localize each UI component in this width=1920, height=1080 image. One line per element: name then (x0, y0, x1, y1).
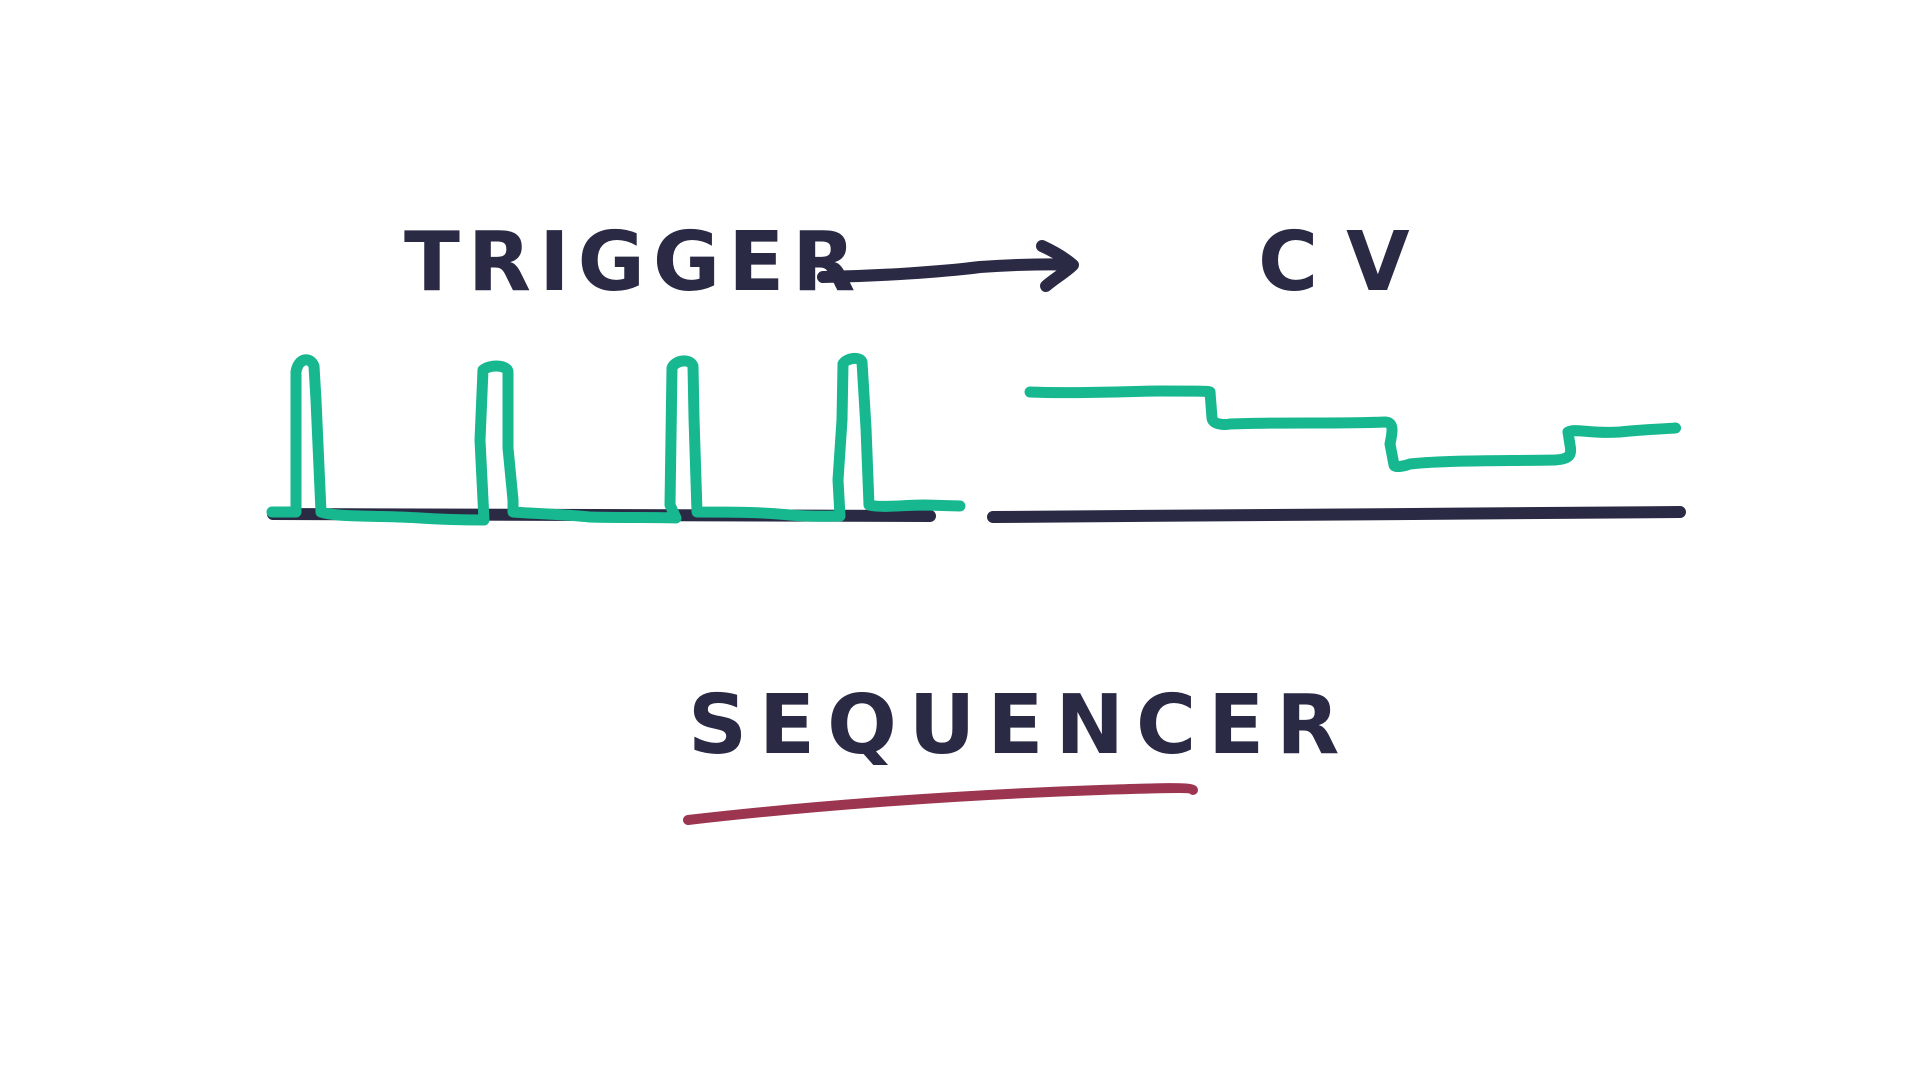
arrow-shaft (817, 258, 1076, 283)
sequencer-underline (683, 783, 1198, 825)
cv-label: CV (1258, 215, 1438, 310)
cv-baseline (987, 506, 1686, 523)
cv-step-line (1024, 385, 1681, 473)
right-arrow-icon (817, 240, 1079, 292)
arrow-head (1036, 240, 1079, 292)
sequencer-label: SEQUENCER (688, 678, 1352, 773)
trigger-pulse-train (266, 352, 966, 526)
trigger-label: TRIGGER (404, 215, 864, 310)
